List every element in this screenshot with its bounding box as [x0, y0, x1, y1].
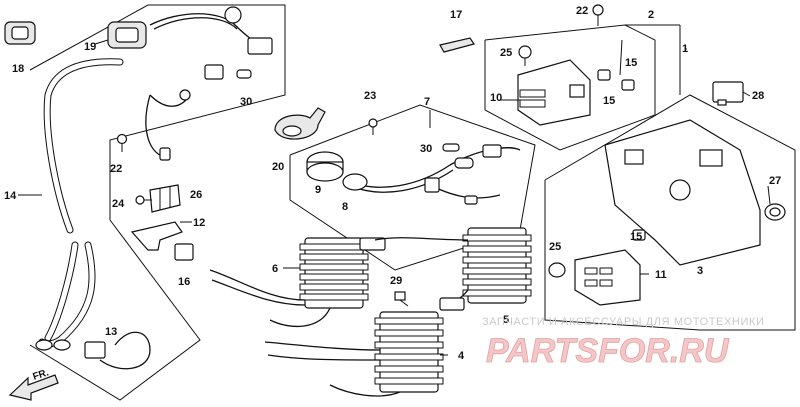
connector-13	[84, 331, 151, 370]
callout-8: 8	[342, 201, 348, 213]
watermark-tagline: ЗАПЧАСТИ И АКСЕССУАРЫ ДЛЯ МОТОТЕХНИКИ	[482, 316, 764, 328]
front-direction-label: FR.	[32, 367, 51, 383]
callout-3: 3	[697, 265, 703, 277]
relay-28	[712, 81, 744, 106]
clip-25-top	[518, 45, 532, 66]
callout-19: 19	[84, 41, 96, 53]
coupler-8	[342, 173, 368, 191]
callout-26: 26	[190, 189, 202, 201]
bolt-22-left	[116, 133, 128, 152]
callout-labels: 1 2 3 4 5 6 7 8 9 10 11 12 13 14 15 15 1…	[4, 5, 781, 362]
callout-25-lower: 25	[549, 241, 561, 253]
watermark-brand: PARTSFOR.RU	[486, 332, 730, 370]
bolt-22-top	[592, 4, 604, 26]
callout-14: 14	[4, 190, 17, 202]
callout-15-a: 15	[625, 57, 637, 69]
callout-29: 29	[390, 275, 402, 287]
bolt-29	[394, 291, 409, 307]
bracket-3	[604, 119, 761, 266]
grommet-19	[107, 21, 147, 49]
relay-holder-10	[517, 59, 591, 126]
callout-13: 13	[105, 326, 117, 338]
callout-30-left: 30	[240, 96, 252, 108]
callout-17: 17	[450, 9, 462, 21]
battery-cable	[35, 58, 124, 351]
pad-17	[439, 37, 475, 53]
callout-12: 12	[193, 217, 205, 229]
cap-20	[274, 107, 326, 140]
sub-harness-7	[344, 144, 521, 205]
screw-23	[368, 118, 378, 135]
frame-left-harness	[29, 4, 286, 401]
callout-25-top: 25	[500, 47, 512, 59]
grommet-18	[4, 21, 36, 45]
sleeve-30-center	[442, 143, 460, 152]
callout-18: 18	[12, 63, 24, 75]
callout-30-center: 30	[420, 143, 432, 155]
clip-15-top	[597, 69, 635, 91]
callout-16: 16	[178, 276, 190, 288]
clip-26	[149, 184, 181, 213]
bracket-12	[130, 221, 183, 251]
callout-4: 4	[458, 350, 465, 362]
callout-20: 20	[272, 161, 284, 173]
callout-28: 28	[752, 90, 764, 102]
leader-lines	[18, 39, 771, 356]
frame-bottom-right	[544, 94, 796, 331]
clip-15-lower	[632, 229, 646, 241]
connector-16	[174, 243, 194, 261]
harness-upper-left	[145, 6, 273, 161]
front-direction-arrow	[8, 374, 59, 401]
regulator-rectifier-6	[209, 237, 386, 328]
callout-15-c: 15	[630, 231, 642, 243]
clamp-27	[764, 203, 786, 221]
callout-24: 24	[112, 198, 125, 210]
fuse-box-11	[574, 249, 641, 306]
callout-7: 7	[424, 96, 430, 108]
callout-11: 11	[655, 269, 667, 281]
callout-10: 10	[490, 92, 502, 104]
callout-9: 9	[315, 184, 321, 196]
bolt-24	[135, 195, 152, 205]
regulator-rectifier-5	[374, 227, 532, 311]
callout-1: 1	[682, 43, 688, 55]
callout-22-top: 22	[576, 5, 588, 17]
callout-22-left: 22	[110, 163, 122, 175]
callout-15-b: 15	[603, 95, 615, 107]
coupler-9	[306, 151, 344, 182]
callout-6: 6	[272, 263, 278, 275]
regulator-rectifier-4	[264, 311, 444, 397]
callout-2: 2	[648, 9, 654, 21]
callout-5: 5	[503, 314, 509, 326]
callout-23: 23	[364, 90, 376, 102]
grommet-25-lower	[548, 262, 566, 278]
callout-27: 27	[769, 175, 781, 187]
